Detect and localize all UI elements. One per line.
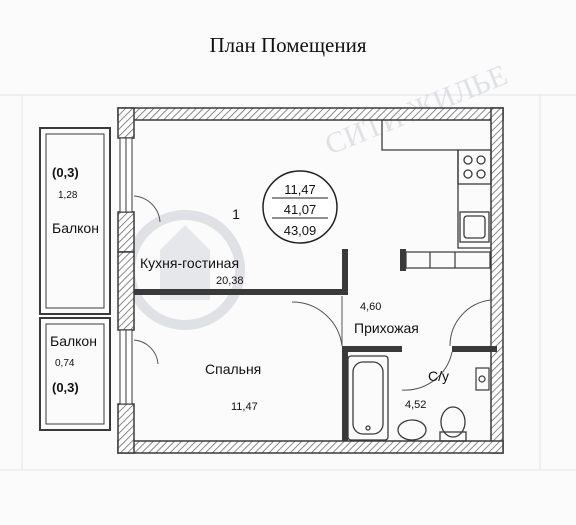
area-summary-badge: 11,47 41,07 43,09 — [262, 170, 338, 244]
room-area-bathroom: 4,52 — [405, 399, 426, 411]
toilet-icon — [439, 406, 467, 442]
balcony-lower-coefficient: (0,3) — [52, 380, 79, 395]
room-name-bathroom: С/у — [428, 368, 449, 384]
room-kitchen-living: Кухня-гостиная 20,38 — [140, 255, 244, 287]
balcony-upper — [39, 127, 111, 315]
room-balcony-upper: (0,3) 1,28 Балкон — [52, 165, 99, 236]
total-area-with-balconies-value: 43,09 — [284, 223, 317, 238]
room-area-hallway: 4,60 — [360, 301, 381, 313]
sink-icon — [397, 419, 427, 441]
door-swings — [133, 195, 492, 391]
room-area-bedroom: 11,47 — [231, 401, 258, 413]
interior-walls — [134, 249, 497, 441]
balcony-upper-area: 1,28 — [58, 190, 78, 201]
living-area-value: 11,47 — [284, 182, 316, 197]
room-area-kitchen-living: 20,38 — [216, 275, 244, 287]
page-title: План Помещения — [210, 33, 367, 57]
rooms-count: 1 — [232, 206, 240, 222]
window-bedroom — [119, 329, 133, 405]
scan-background — [0, 94, 576, 471]
outer-walls — [117, 107, 504, 454]
room-name-bedroom: Спальня — [205, 361, 261, 377]
room-bathroom: С/у 4,52 — [405, 368, 449, 411]
room-name-hallway: Прихожая — [354, 320, 419, 336]
shower-tap-icon — [475, 367, 490, 391]
balcony-upper-coefficient: (0,3) — [52, 165, 79, 180]
room-bedroom: Спальня 11,47 — [205, 361, 261, 413]
kitchen-counter — [381, 120, 492, 249]
balcony-lower-name: Балкон — [50, 333, 97, 349]
bathtub-icon — [347, 355, 389, 441]
window-kitchen — [119, 137, 133, 213]
balcony-lower — [39, 317, 111, 431]
room-balcony-lower: Балкон 0,74 (0,3) — [50, 333, 97, 395]
room-name-kitchen-living: Кухня-гостиная — [140, 255, 239, 271]
balcony-upper-name: Балкон — [52, 220, 99, 236]
room-hallway: 4,60 Прихожая — [354, 301, 419, 336]
balcony-lower-area: 0,74 — [55, 358, 75, 369]
total-area-value: 41,07 — [284, 202, 317, 217]
hallway-cabinet — [405, 251, 491, 269]
